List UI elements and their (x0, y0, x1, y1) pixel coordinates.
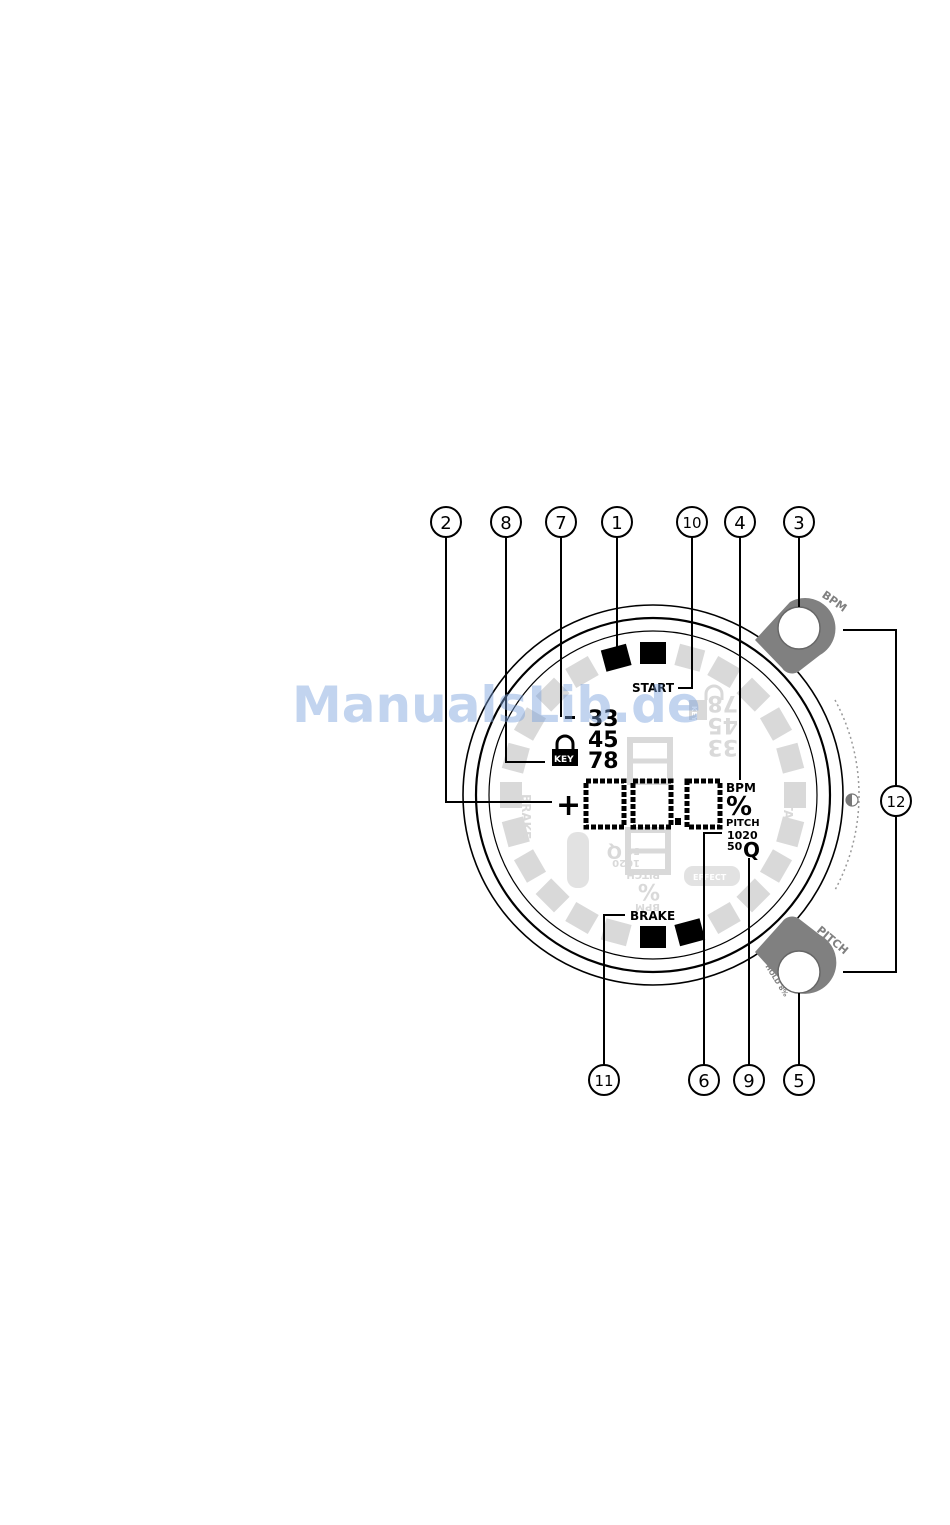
callout-7: 7 (546, 507, 576, 537)
ghost-50: 50 (626, 845, 640, 856)
seven-seg-digit-3 (687, 781, 720, 827)
callout-5: 5 (784, 1065, 814, 1095)
ghost-digit-top (630, 740, 670, 782)
callout-1: 1 (602, 507, 632, 537)
svg-text:5: 5 (793, 1071, 804, 1092)
svg-text:8: 8 (500, 513, 511, 534)
contrast-icon (846, 794, 858, 806)
decimal-point (675, 818, 681, 825)
svg-text:11: 11 (594, 1072, 613, 1090)
svg-text:3: 3 (793, 513, 804, 534)
pitch-sign: + (556, 788, 581, 823)
platter-segment (760, 849, 792, 883)
callout-6: 6 (689, 1065, 719, 1095)
callout-4: 4 (725, 507, 755, 537)
callout-11: 11 (589, 1065, 619, 1095)
speed-78: 78 (588, 749, 619, 774)
platter-segment (736, 678, 770, 712)
callout-12: 12 (881, 786, 911, 816)
callout-3: 3 (784, 507, 814, 537)
ghost-effect-right: EFFECT (684, 866, 740, 886)
platter-segment (640, 926, 666, 948)
bpm-button[interactable] (778, 607, 820, 649)
watermark: ManualsLib.de (292, 676, 701, 734)
ghost-speeds: 33 45 78 (707, 690, 738, 759)
callout-10: 10 (677, 507, 707, 537)
svg-text:1: 1 (611, 513, 622, 534)
ghost-q: Q (607, 841, 622, 862)
ghost-percent: % (638, 878, 660, 903)
seven-seg-digit-2 (633, 781, 671, 827)
platter-segment (565, 902, 599, 934)
platter-segment (514, 849, 546, 883)
brake-label: BRAKE (630, 909, 675, 923)
callout-9: 9 (734, 1065, 764, 1095)
platter-segment (674, 918, 705, 946)
ghost-effect-left: EFFECT (567, 832, 605, 888)
key-lock-icon: KEY (552, 736, 578, 766)
ghost-effect-left-label: EFFECT (596, 854, 605, 888)
platter-segment (776, 743, 804, 774)
range-q-icon: Q (743, 838, 760, 862)
ghost-brake-label: BRAKE (519, 794, 533, 839)
callout-8: 8 (491, 507, 521, 537)
platter-segment (674, 644, 705, 672)
seven-seg-digit-1 (586, 781, 624, 827)
callout-2: 2 (431, 507, 461, 537)
platter-segment (707, 656, 741, 688)
platter-segment (536, 878, 570, 912)
platter-segment (736, 878, 770, 912)
range-50: 50 (727, 840, 743, 853)
svg-text:10: 10 (682, 514, 701, 532)
svg-text:4: 4 (734, 513, 745, 534)
platter-segment (601, 918, 632, 946)
pitch-value-display (586, 781, 720, 827)
ghost-effect-right-label: EFFECT (693, 873, 727, 882)
svg-text:9: 9 (743, 1071, 754, 1092)
key-label: KEY (554, 755, 574, 765)
svg-text:2: 2 (440, 513, 451, 534)
pitch-unit-label: PITCH (726, 818, 760, 829)
ghost-start-label: START (781, 794, 795, 837)
platter-segment (640, 642, 666, 664)
svg-text:6: 6 (698, 1071, 709, 1092)
ghost-pitch: PITCH (626, 869, 660, 880)
platter-segment (760, 707, 792, 741)
svg-text:12: 12 (886, 793, 905, 811)
platter-segment (500, 782, 522, 808)
svg-text:7: 7 (555, 513, 566, 534)
platter-segment (707, 902, 741, 934)
